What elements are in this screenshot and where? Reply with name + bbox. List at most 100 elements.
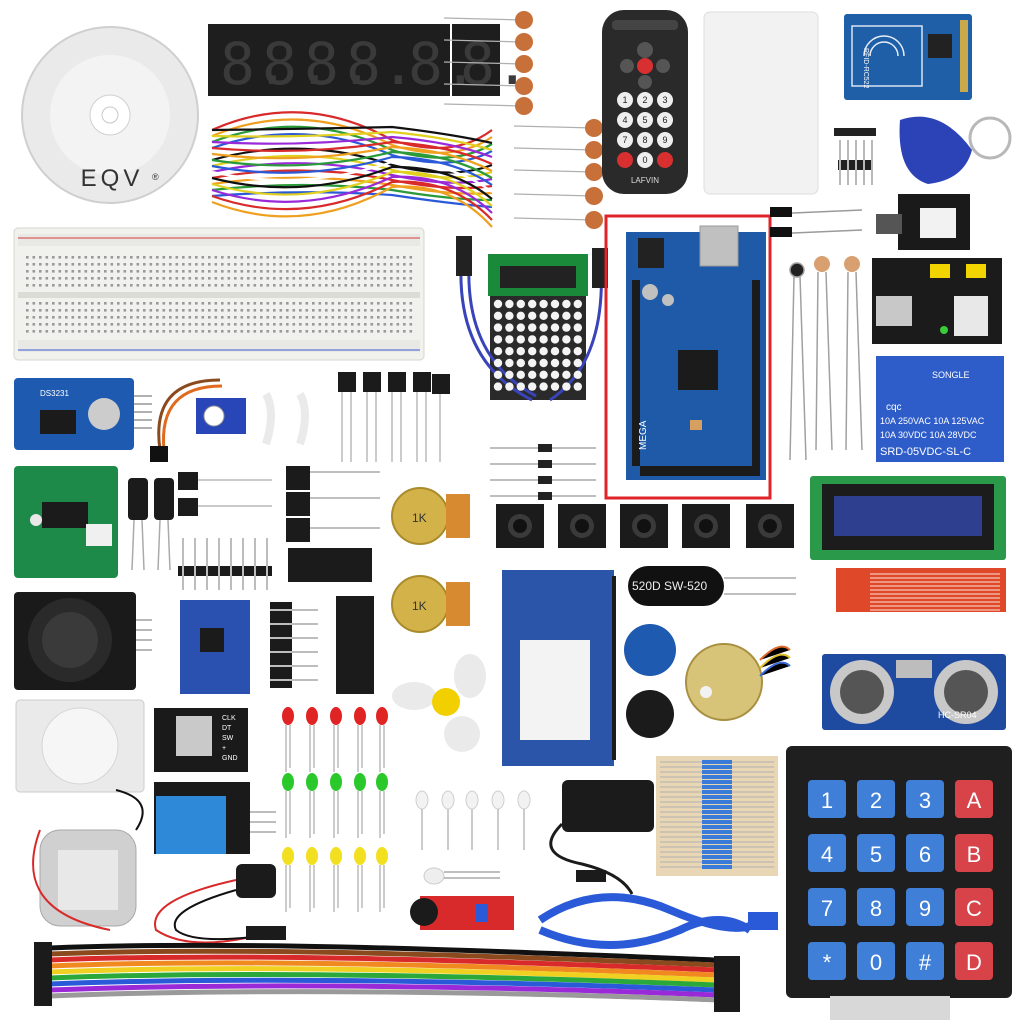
led [306,707,318,725]
breadboard-hole [104,284,107,287]
breadboard-hole [247,302,250,305]
breadboard-hole [312,309,315,312]
remote-key-label: 7 [622,135,627,145]
rotary-pin-2: DT [222,725,232,732]
breadboard-hole [240,316,244,319]
breadboard-hole [383,270,387,273]
keypad-key [857,834,895,872]
breadboard-hole [273,309,276,312]
breadboard-hole [312,277,315,280]
breadboard-hole [32,323,36,326]
matrix-led [516,382,525,391]
breadboard-hole [97,256,101,259]
breadboard-hole [344,277,348,280]
breadboard-hole [45,270,49,273]
matrix-led [516,370,525,379]
breadboard-hole [188,316,192,319]
breadboard-hole [221,270,224,273]
breadboard-hole [292,309,296,312]
keypad-key-label: A [967,788,982,813]
breadboard-hole [299,263,302,266]
breadboard-hole [286,256,289,259]
breadboard-hole [279,256,283,259]
breadboard-hole [390,323,393,326]
breadboard-hole [143,263,146,266]
breadboard-hole [240,277,244,280]
breadboard-hole [130,277,133,280]
breadboard-hole [318,323,322,326]
matrix-led [539,358,548,368]
breadboard-hole [71,263,75,266]
led [330,847,342,865]
breadboard-hole [71,256,75,259]
breadboard-hole [344,323,348,326]
breadboard-hole [234,263,237,266]
breadboard-hole [234,256,237,259]
pir-sensor [15,699,145,793]
matrix-led [516,323,525,332]
breadboard-hole [396,309,400,312]
breadboard-hole [208,330,211,333]
jumper-wire [211,170,493,207]
ceramic-capacitor [515,55,533,73]
breadboard-hole [247,284,250,287]
breadboard-hole [318,277,322,280]
breadboard-hole [279,323,283,326]
keypad-key-label: 7 [821,896,833,921]
breadboard-hole [331,270,335,273]
breadboard-hole [370,309,374,312]
breadboard-hole [240,284,244,287]
transistor [432,374,450,394]
breadboard-hole [214,263,218,266]
led-matrix-module [456,236,608,402]
breadboard-hole [91,270,94,273]
capacitor-lead [443,61,525,65]
breadboard-hole [26,256,29,259]
breadboard-hole [97,309,101,312]
breadboard-hole [136,256,140,259]
breadboard-hole [32,316,36,319]
rtc-label: DS3231 [40,389,69,398]
breadboard-hole [344,263,348,266]
breadboard-hole [247,263,250,266]
capacitor-lead [443,17,525,21]
keypad-key [808,942,846,980]
breadboard-hole [123,284,127,287]
resistor-body [702,805,732,809]
matrix-led [528,323,537,332]
breadboard-hole [208,270,211,273]
remote-key-label: 9 [662,135,667,145]
breadboard-hole [403,302,406,305]
breadboard-hole [130,256,133,259]
led [282,707,294,725]
breadboard-hole [39,330,42,333]
breadboard-hole [409,263,413,266]
keypad-key-label: 5 [870,842,882,867]
breadboard-hole [195,323,198,326]
breadboard-hole [123,302,127,305]
breadboard-hole [383,330,387,333]
breadboard-hole [195,270,198,273]
resistor-body [702,795,732,799]
breadboard-hole [45,302,49,305]
matrix-led [505,335,514,344]
remote-key [657,92,673,108]
push-button-top [575,519,589,533]
breadboard-hole [318,309,322,312]
breadboard-hole [377,330,380,333]
led-white [441,790,455,810]
breadboard-hole [110,330,114,333]
breadboard-hole [266,330,270,333]
keypad-key-label: 4 [821,842,833,867]
breadboard-hole [65,323,68,326]
breadboard-hole [32,309,36,312]
breadboard-hole [149,270,153,273]
resistor-body [702,780,732,784]
breadboard-hole [201,277,205,280]
breadboard-hole [52,284,55,287]
usb-cable [537,893,778,949]
jumper-wire [211,150,493,179]
breadboard-hole [383,256,387,259]
matrix-led [550,323,560,332]
breadboard-hole [123,256,127,259]
